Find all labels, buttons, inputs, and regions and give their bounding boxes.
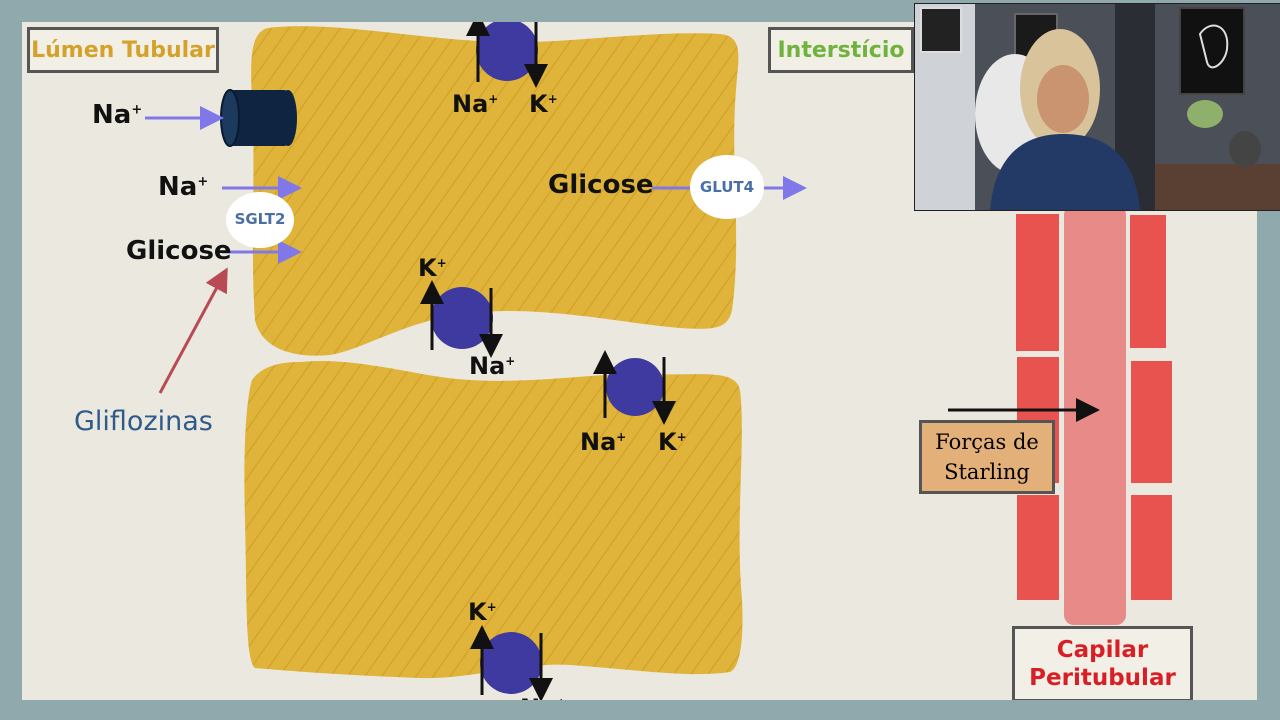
pump2-na-label: Na+ [469, 352, 516, 380]
pump3-na-label: Na+ [580, 428, 627, 456]
sglt2-label: SGLT2 [234, 210, 286, 228]
peritubular-capillary [1016, 205, 1172, 625]
capillary-title: Capilar Peritubular [1012, 626, 1193, 700]
pump1-k-label: K+ [529, 90, 558, 118]
starling-line2: Starling [944, 460, 1030, 484]
pump4-na-label: Na+ [520, 694, 566, 700]
tubular-cell-lower [244, 360, 743, 679]
na-k-pump-4 [470, 625, 553, 700]
glut4-label: GLUT4 [699, 178, 755, 196]
capillary-line2: Peritubular [1029, 665, 1176, 691]
diagram-canvas [145, 22, 1172, 700]
na-label-channel: Na+ [92, 100, 143, 130]
pump2-k-label: K+ [418, 254, 447, 282]
presenter-video-icon [915, 4, 1280, 210]
glucose-label-sglt2: Glicose [126, 236, 232, 266]
interstitium-title: Interstício [768, 27, 914, 73]
starling-forces-box: Forças de Starling [919, 420, 1055, 494]
na-k-pump-3 [593, 350, 676, 425]
sglt2-transporter [226, 192, 294, 248]
pump4-k-label: K+ [468, 598, 497, 626]
gliflozins-inhibit-arrow [158, 267, 228, 394]
starling-line1: Forças de [935, 430, 1039, 454]
lumen-title: Lúmen Tubular [27, 27, 219, 73]
na-k-pump-1 [466, 22, 548, 88]
na-label-sglt2: Na+ [158, 172, 209, 202]
presenter-webcam [914, 3, 1280, 211]
gliflozins-label: Gliflozinas [74, 406, 213, 437]
na-channel-icon [220, 89, 297, 147]
pump3-k-label: K+ [658, 428, 687, 456]
tubular-cell-upper [251, 26, 739, 356]
capillary-line1: Capilar [1056, 637, 1149, 663]
glucose-label-glut4: Glicose [548, 170, 654, 200]
na-k-pump-2 [420, 280, 503, 358]
pump1-na-label: Na+ [452, 90, 499, 118]
glut4-transporter [690, 155, 764, 219]
